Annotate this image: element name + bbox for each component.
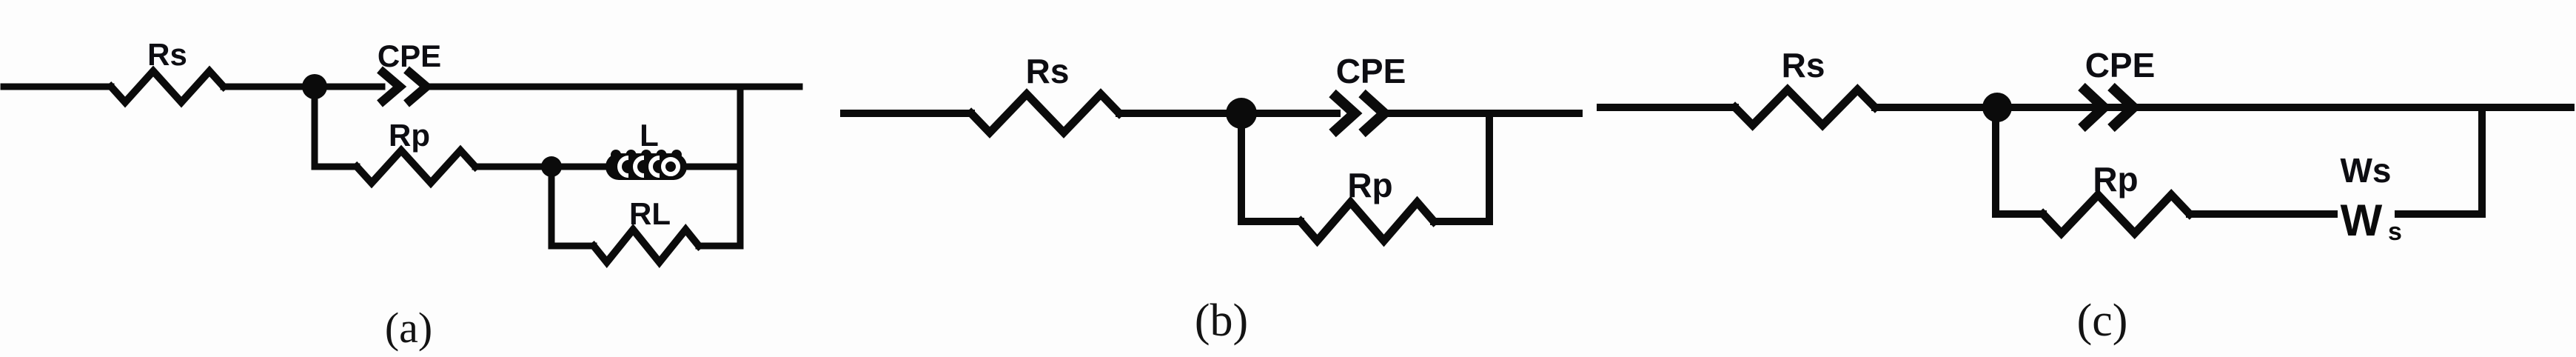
- circuit-a: Rs CPE Rp L RL: [0, 37, 803, 268]
- inductor-winding: [617, 156, 629, 178]
- inductor-winding: [633, 156, 645, 178]
- cpe-chevron-1: [1329, 89, 1363, 138]
- label-rs-a: Rs: [147, 37, 187, 72]
- cpe-chevron-2: [1358, 89, 1392, 138]
- resistor-Rp: [1295, 196, 1440, 247]
- resistor-Rp: [2037, 189, 2196, 239]
- label-rp-b: Rp: [1347, 166, 1392, 204]
- caption-c: (c): [2076, 296, 2128, 346]
- cpe-chevron-1: [377, 66, 407, 107]
- cpe-chevron-2: [2107, 82, 2141, 133]
- inductor-winding: [648, 156, 660, 178]
- label-cpe-c: CPE: [2085, 46, 2156, 84]
- label-cpe-b: CPE: [1336, 52, 1406, 90]
- label-rs-b: Rs: [1026, 52, 1070, 90]
- label-cpe-a: CPE: [378, 39, 441, 73]
- label-rp-a: Rp: [389, 118, 430, 153]
- circuit-b: Rs CPE Rp: [840, 52, 1583, 247]
- warburg-glyph-Ws: W: [2341, 196, 2383, 245]
- label-rp-c: Rp: [2093, 160, 2138, 198]
- label-rs-c: Rs: [1782, 46, 1825, 84]
- cpe-chevron-2: [403, 66, 434, 107]
- resistor-RL: [588, 224, 705, 268]
- resistor-Rs: [965, 88, 1125, 139]
- label-rl-a: RL: [629, 196, 671, 231]
- caption-b: (b): [1194, 296, 1249, 346]
- resistor-Rs: [105, 65, 229, 108]
- cpe-chevron-1: [2078, 82, 2112, 133]
- warburg-subscript: s: [2388, 218, 2402, 246]
- resistor-Rp: [351, 144, 481, 189]
- label-l-a: L: [640, 118, 659, 153]
- caption-a: (a): [384, 304, 433, 352]
- inductor-winding-end: [661, 157, 680, 176]
- label-ws-c: Ws: [2341, 151, 2392, 190]
- resistor-Rs: [1729, 84, 1881, 131]
